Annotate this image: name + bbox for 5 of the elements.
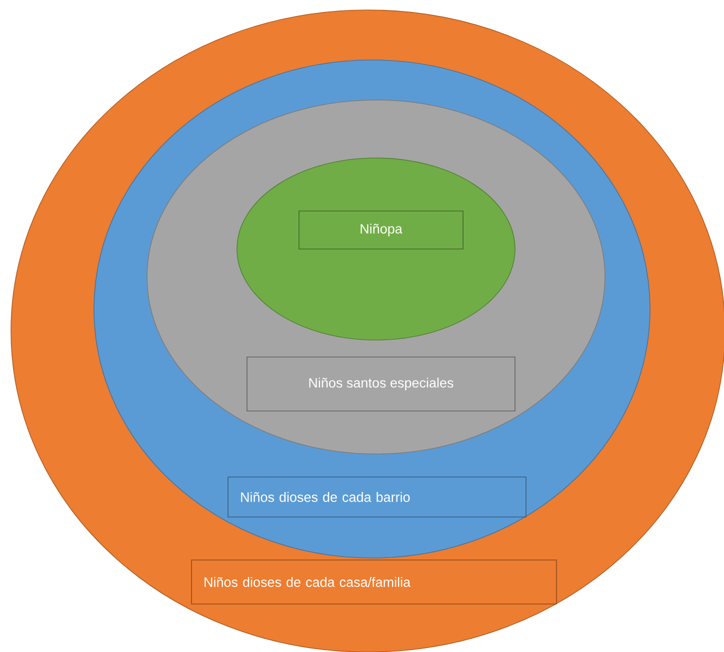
label-box: Niños dioses de cada casa/familia xyxy=(191,560,557,604)
ellipse-band xyxy=(236,158,516,340)
label-box: Niños santos especiales xyxy=(246,356,516,412)
label-box: Niñopa xyxy=(298,210,464,250)
label-box: Niños dioses de cada barrio xyxy=(228,476,526,518)
